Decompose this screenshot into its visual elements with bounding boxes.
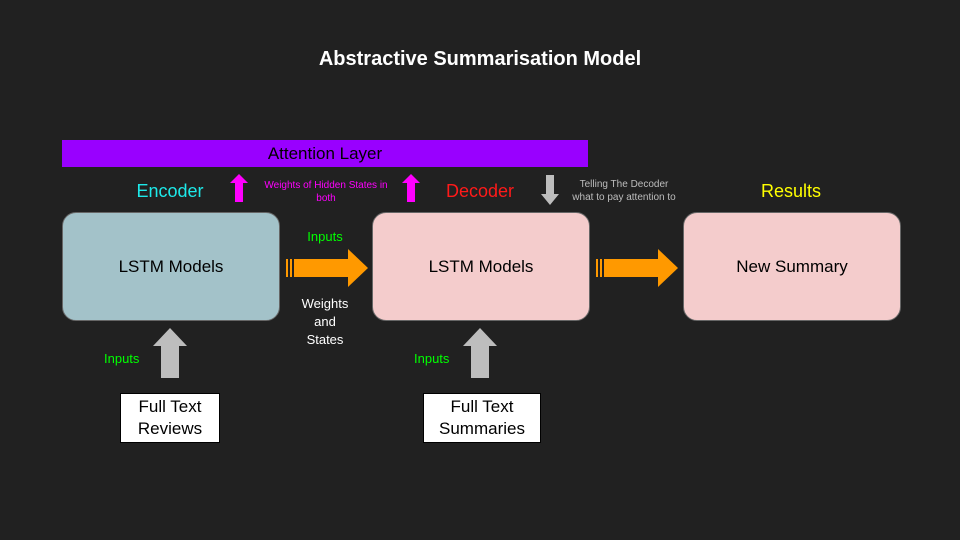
results-box: New Summary [683, 212, 901, 321]
attention-layer-bar: Attention Layer [62, 140, 588, 167]
attention-layer-label: Attention Layer [267, 143, 383, 163]
encoder-inputs-label: Inputs [104, 351, 140, 366]
weights-note-line2: both [316, 193, 336, 204]
results-header: Results [760, 181, 822, 201]
encoder-box-label: LSTM Models [118, 256, 224, 276]
decoder-box-label: LSTM Models [428, 256, 534, 276]
summaries-line1: Full Text [450, 397, 514, 416]
encoder-header: Encoder [136, 181, 204, 201]
orange-right-arrow-decoder-icon [596, 249, 678, 287]
magenta-up-arrow-right-icon [402, 174, 420, 202]
summaries-line2: Summaries [439, 419, 525, 438]
states-line: States [306, 332, 344, 347]
grey-up-arrow-encoder-icon [153, 328, 187, 378]
decoder-header: Decoder [445, 181, 515, 201]
connector-inputs-label: Inputs [307, 229, 343, 244]
magenta-up-arrow-left-icon [230, 174, 248, 202]
and-line: and [314, 314, 336, 329]
full-text-reviews-box: Full Text Reviews [120, 393, 220, 443]
decoder-box: LSTM Models [372, 212, 590, 321]
orange-right-arrow-encoder-icon [286, 249, 368, 287]
reviews-line1: Full Text [138, 397, 202, 416]
reviews-line2: Reviews [137, 419, 203, 438]
decoder-note-line2: what to pay attention to [572, 192, 676, 203]
diagram-title: Abstractive Summarisation Model [318, 48, 642, 70]
decoder-inputs-label: Inputs [414, 351, 450, 366]
weights-note: Weights of Hidden States in both [254, 179, 398, 205]
weights-and-states-label: Weights and States [290, 295, 360, 349]
full-text-summaries-box: Full Text Summaries [423, 393, 541, 443]
grey-up-arrow-decoder-icon [463, 328, 497, 378]
grey-down-arrow-icon [541, 175, 559, 205]
decoder-note: Telling The Decoder what to pay attentio… [562, 178, 686, 204]
encoder-box: LSTM Models [62, 212, 280, 321]
results-box-label: New Summary [736, 256, 848, 276]
weights-note-line1: Weights of Hidden States in [264, 180, 388, 191]
decoder-note-line1: Telling The Decoder [579, 179, 669, 190]
weights-line: Weights [301, 296, 349, 311]
